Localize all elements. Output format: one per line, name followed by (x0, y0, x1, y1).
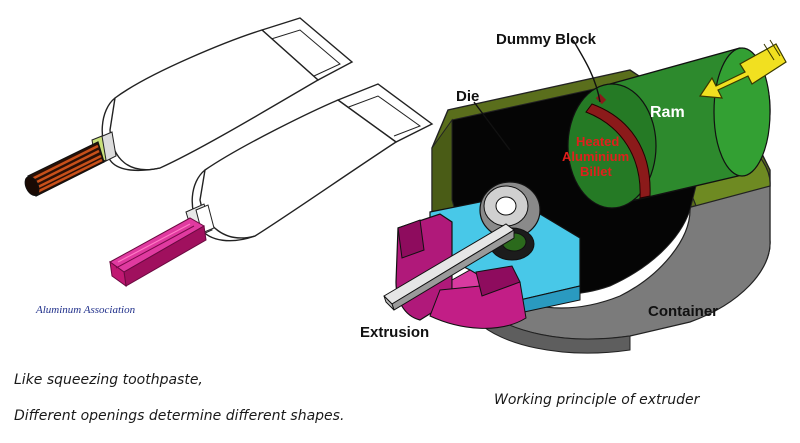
caption-extruder: Working principle of extruder (494, 392, 700, 408)
label-heated-line2: Aluminium (562, 149, 629, 164)
caption-toothpaste-line1: Like squeezing toothpaste, (14, 372, 203, 388)
label-heated-line3: Billet (580, 164, 612, 179)
extrusion-bar (383, 223, 515, 311)
label-heated-line1: Heated (576, 134, 619, 149)
credit-aluminum-association: Aluminum Association (36, 304, 136, 316)
label-extrusion: Extrusion (360, 324, 429, 341)
ram-force-arrow (698, 39, 787, 99)
copper-rod-extrusion (24, 141, 105, 197)
label-die: Die (456, 88, 479, 105)
label-ram: Ram (650, 104, 685, 121)
extruder-illustration: Dummy Block Die Ram Heated Aluminium Bil… (360, 31, 787, 354)
toothpaste-illustration (24, 17, 434, 288)
label-container: Container (648, 303, 718, 320)
caption-toothpaste-line2: Different openings determine different s… (14, 408, 345, 424)
label-dummy-block: Dummy Block (496, 31, 597, 48)
dummy-block-leader (572, 39, 601, 103)
channel-extrusion (109, 217, 207, 288)
die-leader (473, 101, 511, 151)
